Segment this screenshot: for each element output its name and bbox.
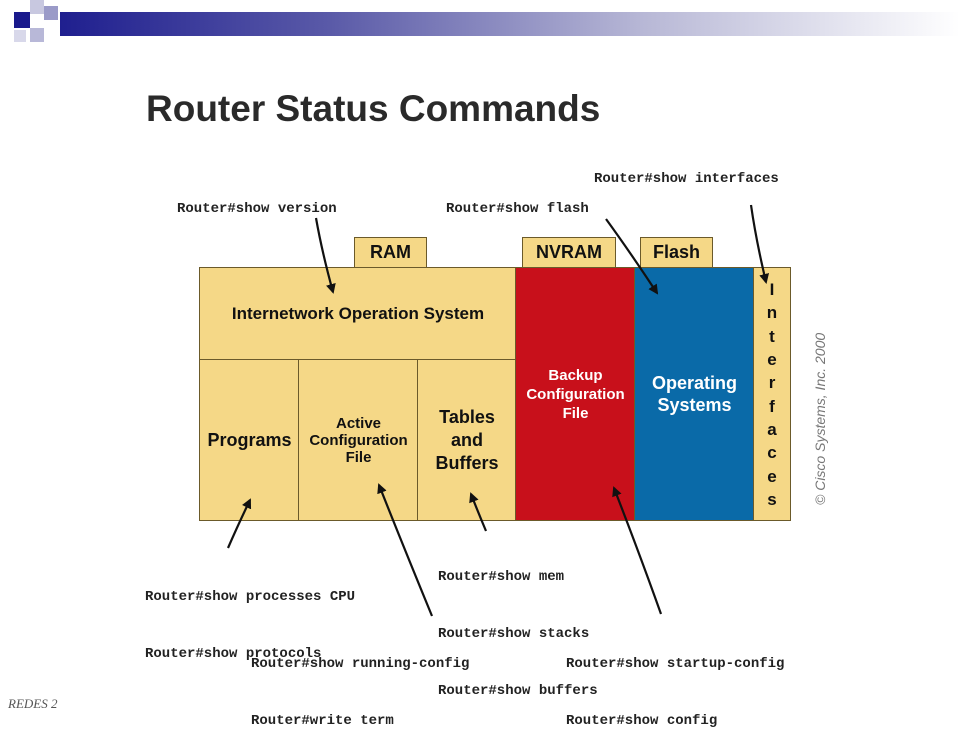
ios-block: Internetwork Operation System [199, 267, 517, 361]
interfaces-letter: r [768, 373, 776, 393]
arrow-show-version [314, 217, 336, 294]
interfaces-letter: e [767, 466, 777, 486]
cmd-show-flash: Router#show flash [446, 201, 589, 217]
backup-config-block: Backup Configuration File [515, 267, 636, 521]
cmd-show-startup-config: Router#show startup-config [566, 656, 785, 672]
tables-buffers-block: Tables and Buffers [417, 359, 517, 521]
interfaces-letter: t [769, 326, 775, 346]
cmd-show-mem: Router#show mem [438, 569, 565, 585]
footer-label: REDES 2 [8, 696, 58, 711]
cmd-show-buffers: Router#show buffers [438, 683, 598, 699]
interfaces-letter: I [769, 280, 775, 299]
cmd-show-version: Router#show version [177, 201, 337, 217]
header-gradient-bar [60, 12, 960, 36]
arrow-show-interfaces [749, 204, 770, 284]
page-title: Router Status Commands [146, 88, 601, 129]
arrow-startup-config [612, 486, 663, 615]
arrow-tables [469, 492, 488, 532]
arrow-running-config [377, 483, 434, 617]
cmd-show-processes: Router#show processes CPU [145, 589, 356, 605]
interfaces-letter: n [766, 303, 778, 323]
cmd-tables: Router#show mem Router#show stacks Route… [438, 530, 598, 720]
cmd-show-running-config: Router#show running-config [251, 656, 470, 672]
interfaces-letter: a [767, 419, 777, 439]
active-config-block: Active Configuration File [298, 359, 419, 521]
interfaces-block: I n t e r f a c e s [753, 267, 791, 521]
cmd-programs: Router#show processes CPU Router#show pr… [145, 550, 355, 683]
arrow-show-flash [605, 218, 659, 295]
interfaces-letter: s [767, 489, 777, 509]
arrows-layer [226, 204, 770, 617]
programs-block: Programs [199, 359, 300, 521]
interfaces-letter: f [769, 396, 775, 416]
arrow-programs [226, 498, 252, 549]
cmd-show-interfaces: Router#show interfaces [594, 171, 779, 187]
cmd-show-stacks: Router#show stacks [438, 626, 590, 642]
interfaces-letter: c [767, 443, 777, 463]
interfaces-letter: e [767, 349, 777, 369]
cmd-show-protocols: Router#show protocols [145, 646, 322, 662]
nvram-tab: NVRAM [522, 237, 616, 268]
operating-systems-block: Operating Systems [634, 267, 755, 521]
